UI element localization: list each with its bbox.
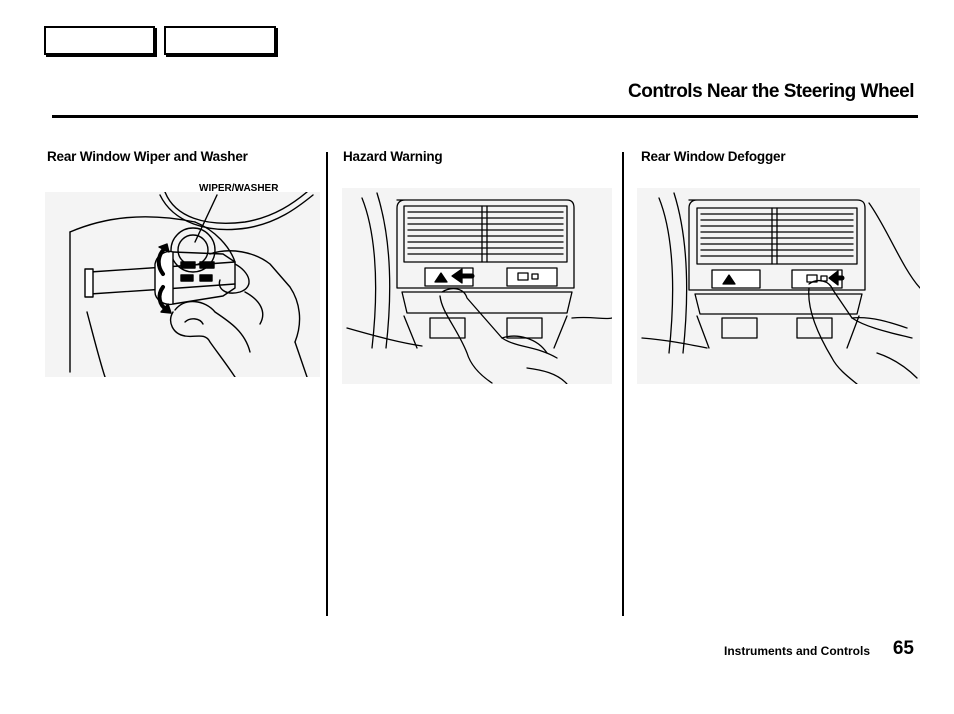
column-divider	[326, 152, 328, 616]
nav-button-next[interactable]	[164, 26, 276, 55]
page-title: Controls Near the Steering Wheel	[628, 81, 914, 102]
rear-defogger-illustration	[637, 188, 920, 384]
nav-button-previous[interactable]	[44, 26, 155, 55]
column-divider	[622, 152, 624, 616]
section-heading-hazard: Hazard Warning	[343, 149, 443, 164]
section-heading-wiper: Rear Window Wiper and Washer	[47, 149, 248, 164]
page-number: 65	[892, 638, 914, 659]
footer-section-name: Instruments and Controls	[723, 644, 870, 658]
hazard-warning-illustration	[342, 188, 612, 384]
section-heading-defogger: Rear Window Defogger	[641, 149, 786, 164]
wiper-washer-illustration	[45, 192, 320, 377]
title-rule	[52, 115, 918, 118]
wiper-washer-callout: WIPER/WASHER	[199, 183, 279, 194]
